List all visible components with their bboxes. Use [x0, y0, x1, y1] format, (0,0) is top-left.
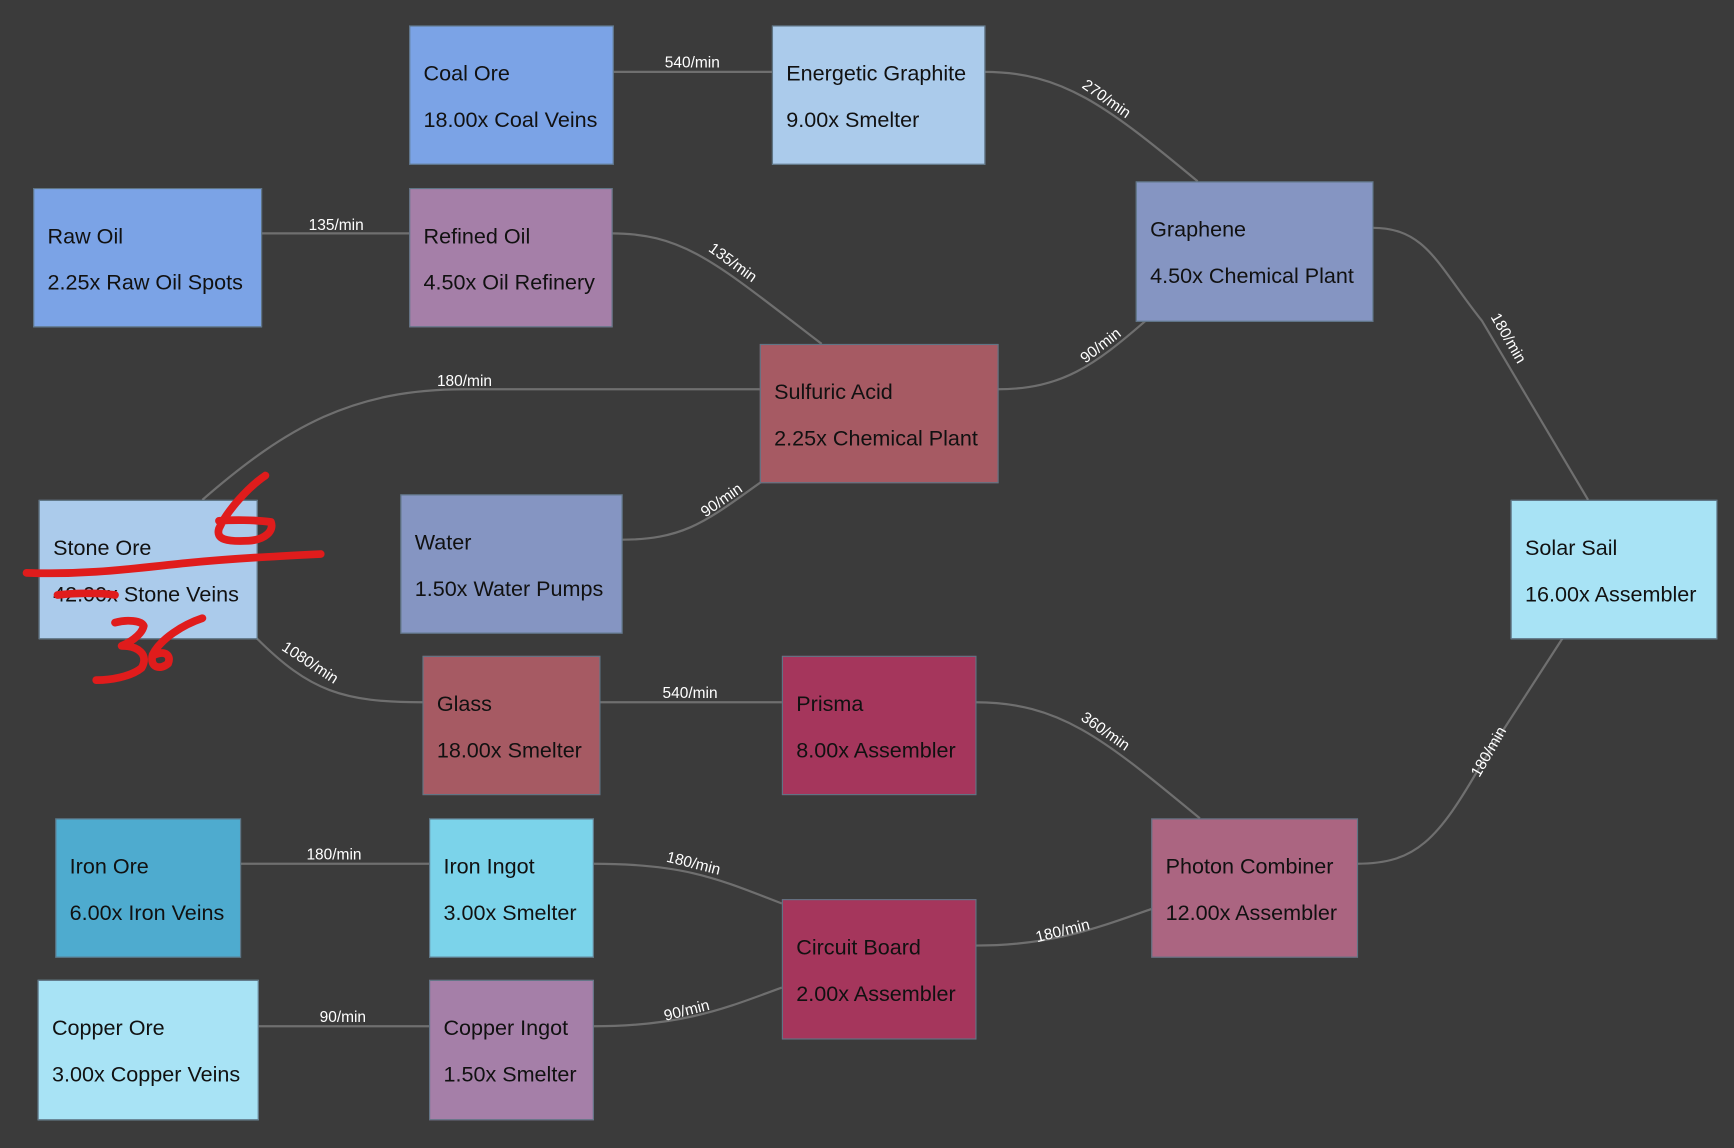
node-machine: 4.50x Chemical Plant — [1150, 264, 1354, 289]
node-machine: 3.00x Copper Veins — [51, 1062, 241, 1088]
node-copper-ore[interactable]: Copper Ore 3.00x Copper Veins — [37, 979, 259, 1121]
node-water[interactable]: Water 1.50x Water Pumps — [400, 494, 623, 634]
node-refined-oil[interactable]: Refined Oil 4.50x Oil Refinery — [409, 188, 613, 328]
node-title: Photon Combiner — [1165, 854, 1334, 880]
edge-label: 540/min — [665, 54, 720, 71]
edge — [1356, 637, 1564, 865]
node-title: Iron Ore — [69, 854, 149, 880]
edge-label: 180/min — [1034, 916, 1092, 946]
node-prisma[interactable]: Prisma 8.00x Assembler — [781, 655, 977, 796]
edge-label: 135/min — [309, 217, 364, 234]
node-sulfuric-acid[interactable]: Sulfuric Acid 2.25x Chemical Plant — [759, 343, 999, 484]
node-title: Prisma — [796, 692, 864, 717]
node-machine: 1.50x Water Pumps — [414, 577, 604, 602]
node-title: Sulfuric Acid — [774, 380, 893, 405]
edge-label: 180/min — [1468, 724, 1510, 780]
node-machine: 2.25x Raw Oil Spots — [47, 270, 243, 296]
node-title: Glass — [436, 692, 492, 717]
edge-label: 90/min — [662, 997, 711, 1025]
node-title: Water — [414, 530, 472, 556]
node-iron-ingot[interactable]: Iron Ingot 3.00x Smelter — [429, 818, 594, 958]
node-iron-ore[interactable]: Iron Ore 6.00x Iron Veins — [55, 818, 242, 958]
edge — [984, 70, 1199, 183]
edge — [975, 701, 1201, 820]
node-graphene[interactable]: Graphene 4.50x Chemical Plant — [1135, 181, 1374, 322]
node-machine: 9.00x Smelter — [786, 108, 920, 133]
node-machine: 42.00x Stone Veins — [53, 582, 239, 608]
edge — [592, 986, 783, 1028]
edge — [621, 481, 762, 541]
node-glass[interactable]: Glass 18.00x Smelter — [422, 655, 601, 796]
node-machine: 3.00x Smelter — [443, 901, 577, 926]
node-title: Circuit Board — [796, 935, 921, 960]
edge-label: 90/min — [698, 480, 746, 521]
node-machine: 8.00x Assembler — [796, 738, 956, 764]
node-machine: 18.00x Coal Veins — [423, 108, 598, 133]
node-copper-ingot[interactable]: Copper Ingot 1.50x Smelter — [429, 979, 594, 1121]
node-title: Raw Oil — [47, 224, 124, 249]
node-machine: 12.00x Assembler — [1165, 901, 1338, 926]
edge-label: 90/min — [320, 1009, 366, 1026]
edge — [975, 908, 1152, 947]
node-title: Energetic Graphite — [786, 61, 967, 87]
node-title: Coal Ore — [423, 61, 510, 87]
node-energetic-graphite[interactable]: Energetic Graphite 9.00x Smelter — [771, 25, 986, 165]
edge — [255, 637, 423, 704]
edge-label: 540/min — [663, 685, 718, 702]
node-photon-combiner[interactable]: Photon Combiner 12.00x Assembler — [1151, 818, 1359, 958]
node-stone-ore[interactable]: Stone Ore 42.00x Stone Veins — [38, 499, 258, 640]
node-machine: 2.25x Chemical Plant — [774, 426, 978, 452]
edge-label: 180/min — [306, 846, 361, 863]
node-machine: 16.00x Assembler — [1525, 582, 1697, 608]
node-title: Copper Ingot — [443, 1016, 569, 1041]
node-machine: 1.50x Smelter — [443, 1062, 577, 1088]
node-machine: 18.00x Smelter — [436, 738, 582, 764]
node-title: Refined Oil — [423, 224, 531, 249]
edge — [997, 319, 1147, 391]
edge-label: 180/min — [437, 373, 492, 390]
edge — [1372, 226, 1590, 501]
node-machine: 2.00x Assembler — [796, 982, 956, 1007]
node-raw-oil[interactable]: Raw Oil 2.25x Raw Oil Spots — [33, 188, 263, 328]
edge — [592, 862, 783, 905]
node-title: Stone Ore — [53, 536, 152, 561]
node-machine: 6.00x Iron Veins — [69, 901, 225, 926]
edge-label: 90/min — [1077, 325, 1124, 367]
node-circuit-board[interactable]: Circuit Board 2.00x Assembler — [781, 899, 977, 1040]
node-title: Solar Sail — [1525, 536, 1618, 561]
node-title: Iron Ingot — [443, 854, 535, 880]
node-title: Copper Ore — [51, 1016, 165, 1041]
node-solar-sail[interactable]: Solar Sail 16.00x Assembler — [1510, 499, 1718, 640]
edge — [201, 388, 760, 501]
node-title: Graphene — [1150, 217, 1247, 243]
node-machine: 4.50x Oil Refinery — [423, 270, 595, 296]
node-coal-ore[interactable]: Coal Ore 18.00x Coal Veins — [409, 25, 614, 165]
edge — [611, 232, 823, 345]
